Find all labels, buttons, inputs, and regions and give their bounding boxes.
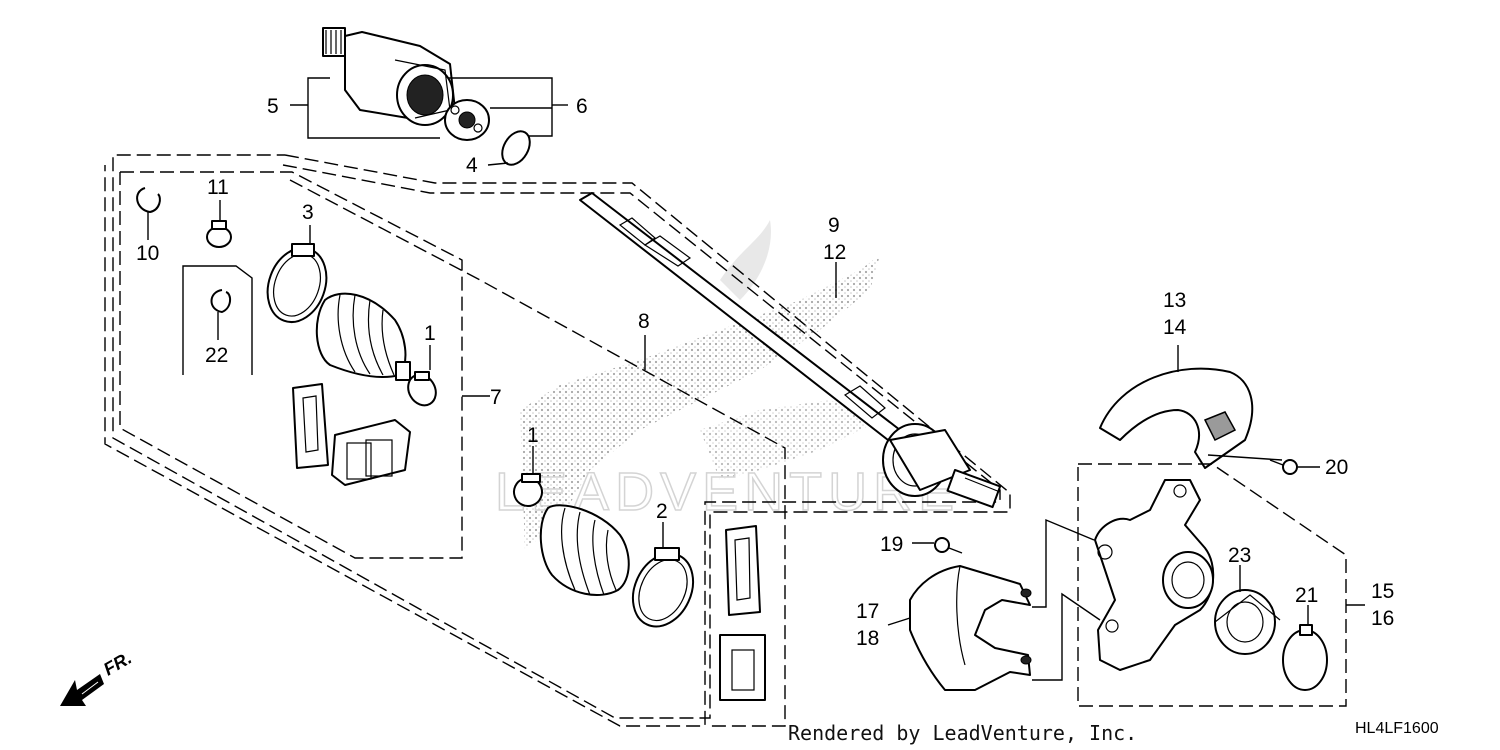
knuckle-kit-outline — [1077, 463, 1347, 707]
diagram-code: HL4LF1600 — [1355, 720, 1439, 737]
steering-knuckle — [1094, 479, 1215, 671]
callout-1-left: 1 — [424, 322, 436, 345]
circlip-22-box — [182, 265, 253, 375]
callout-1-mid: 1 — [527, 424, 539, 447]
drive-shaft — [579, 192, 1002, 509]
watermark-wing — [520, 220, 880, 550]
callout-13: 13 — [1163, 289, 1186, 312]
kit-outline — [104, 154, 1011, 727]
callout-2: 2 — [656, 500, 668, 523]
callout-4: 4 — [466, 154, 478, 177]
boot-band-3 — [266, 225, 328, 323]
callout-23: 23 — [1228, 544, 1251, 567]
clamp-1-left — [407, 345, 437, 407]
sticker-mid — [719, 634, 766, 701]
sticker-left — [331, 419, 411, 486]
clamp-1-mid — [513, 446, 543, 507]
callout-22: 22 — [205, 344, 228, 367]
tripod-bearing — [444, 99, 490, 141]
front-arrow-icon — [60, 674, 104, 706]
wheel-bearing-23 — [1214, 589, 1281, 655]
callout-21: 21 — [1295, 584, 1318, 607]
circlip-11 — [206, 200, 232, 248]
callout-20: 20 — [1325, 456, 1348, 479]
callout-5: 5 — [267, 95, 279, 118]
callout-9: 9 — [828, 214, 840, 237]
circlip-10 — [136, 187, 161, 240]
render-credit: Rendered by LeadVenture, Inc. — [788, 721, 1137, 745]
front-label: FR. — [100, 648, 135, 680]
callout-12: 12 — [823, 241, 846, 264]
boot-left — [315, 292, 411, 381]
inner-cv-joint — [322, 27, 456, 126]
grease-pack-left — [292, 383, 329, 469]
callout-7: 7 — [490, 386, 502, 409]
arm-guard — [909, 565, 1032, 691]
circlip-21 — [1282, 605, 1328, 691]
callout-16: 16 — [1371, 607, 1394, 630]
callout-17: 17 — [856, 600, 879, 623]
callout-19: 19 — [880, 533, 903, 556]
callout-8: 8 — [638, 310, 650, 333]
callout-3: 3 — [302, 201, 314, 224]
grease-pack-mid — [725, 525, 761, 616]
bolt-20 — [1269, 459, 1320, 475]
boot-mid — [539, 504, 630, 596]
callout-15: 15 — [1371, 580, 1394, 603]
callout-11: 11 — [207, 176, 229, 199]
callout-14: 14 — [1163, 316, 1187, 339]
knuckle-guard — [1099, 367, 1254, 469]
callout-6: 6 — [576, 95, 588, 118]
callout-10: 10 — [136, 242, 159, 265]
boot-band-2 — [631, 522, 695, 628]
callout-18: 18 — [856, 627, 879, 650]
bolt-19 — [912, 537, 963, 554]
